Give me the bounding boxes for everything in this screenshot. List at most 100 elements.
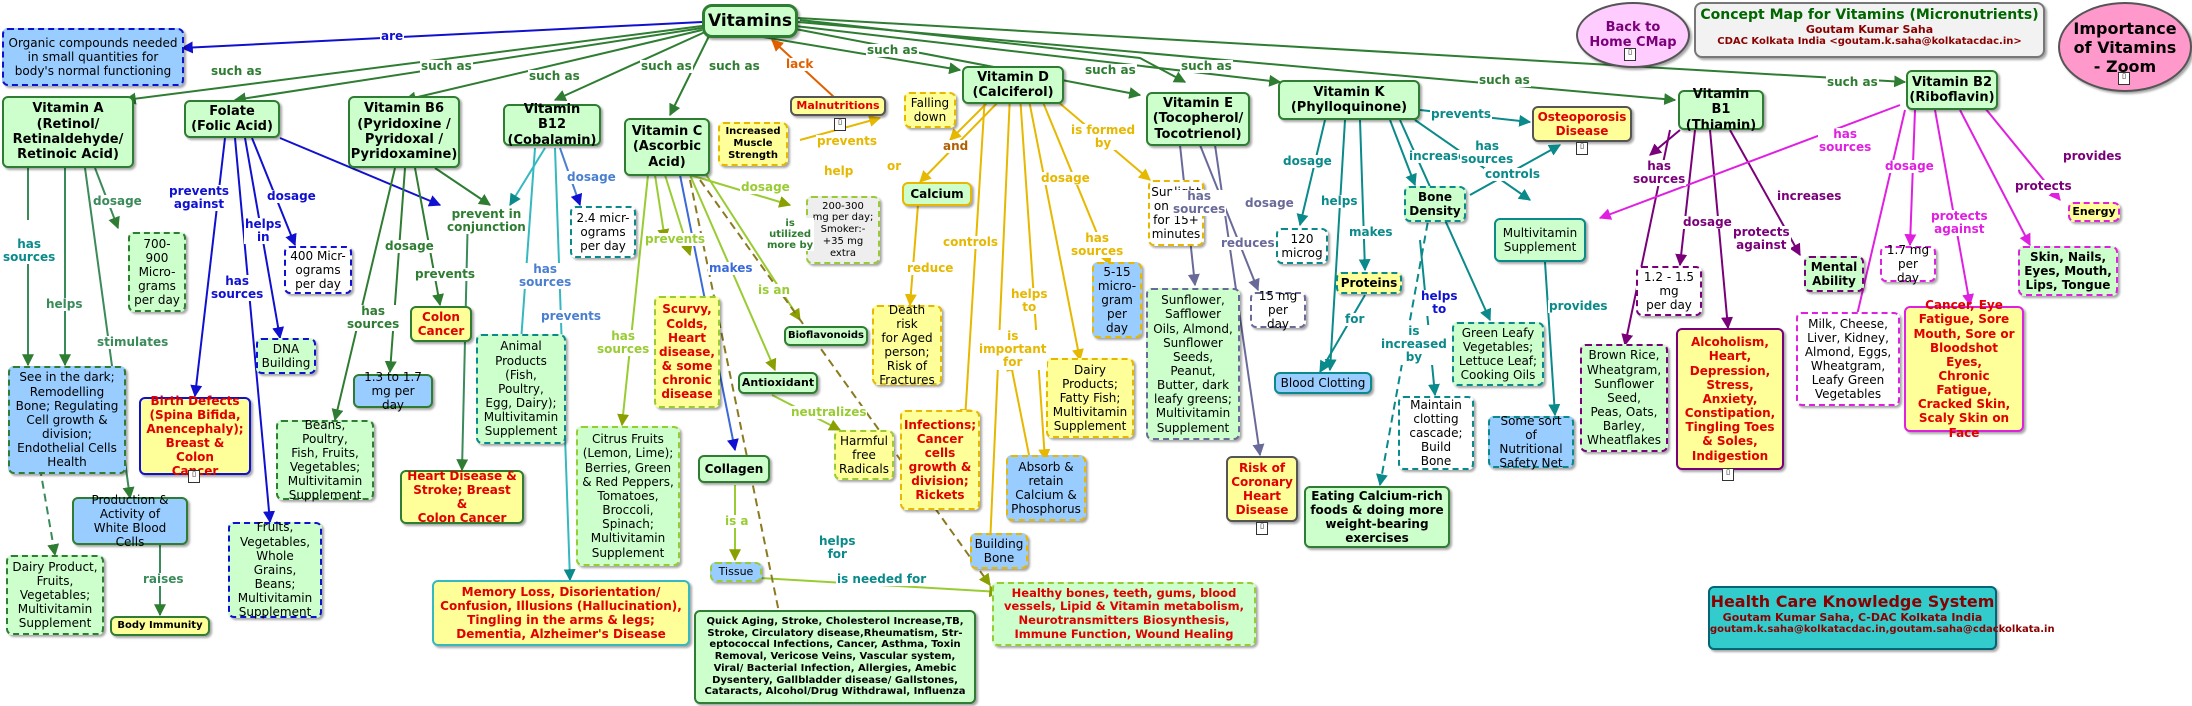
cmap-link-icon[interactable]: ▯ — [188, 470, 200, 483]
label-controls: controls — [942, 235, 1000, 250]
label-such-as: such as — [708, 59, 761, 74]
cmap-link-icon[interactable]: ▯ — [1256, 522, 1268, 535]
label-has-sources: has sources — [1818, 127, 1873, 155]
e-sources: Sunflower, Safflower Oils, Almond, Sunfl… — [1146, 288, 1240, 440]
d-infections: Infections; Cancer cells growth & divisi… — [900, 410, 980, 510]
building-bone: Building Bone — [970, 533, 1028, 569]
center-vitamins: Vitamins — [702, 4, 798, 38]
label-provides: provides — [2062, 149, 2123, 164]
label-or: or — [886, 159, 903, 174]
label-raises: raises — [142, 572, 185, 587]
label-controls: controls — [1484, 167, 1542, 182]
label-helps-in: helps in — [244, 217, 283, 245]
cmap-link-icon[interactable]: ▯ — [1722, 468, 1734, 481]
label-is-increased-by: is increased by — [1380, 324, 1448, 365]
map-affiliation: CDAC Kolkata India <goutam.k.saha@kolkat… — [1717, 36, 2022, 47]
c-helps: Quick Aging, Stroke, Cholesterol Increas… — [694, 610, 976, 704]
label-prevents: prevents — [414, 267, 477, 282]
vitamin-c: Vitamin C (Ascorbic Acid) — [624, 118, 710, 176]
label-such-as: such as — [1478, 73, 1531, 88]
c-bioflavonoids: Bioflavonoids — [784, 326, 868, 346]
d-death-risk: Death risk for Aged person; Risk of Frac… — [872, 303, 942, 387]
label-has-sources: has sources — [1632, 159, 1687, 187]
label-is-formed-by: is formed by — [1070, 123, 1137, 151]
label-prevent-in-conjunction: prevent in conjunction — [446, 207, 527, 235]
e-risk: Risk of Coronary Heart Disease — [1226, 456, 1298, 522]
label-has-sources: has sources — [1460, 139, 1515, 167]
label-increases: increases — [1776, 189, 1843, 204]
label-is-needed-for: is needed for — [836, 572, 928, 587]
heart-disease: Heart Disease & Stroke; Breast & Colon C… — [400, 469, 524, 525]
a-sources: Dairy Product, Fruits, Vegetables; Multi… — [6, 555, 104, 635]
map-title: Concept Map for Vitamins (Micronutrients… — [1700, 7, 2039, 23]
label-such-as: such as — [528, 69, 581, 84]
label-such-as: such as — [1826, 75, 1879, 90]
label-dosage: dosage — [384, 239, 435, 254]
cmap-link-icon[interactable]: ▯ — [834, 118, 846, 131]
label-prevents: prevents — [1430, 107, 1493, 122]
label-such-as: such as — [420, 59, 473, 74]
zoom-button[interactable]: Importance of Vitamins - Zoom — [2058, 2, 2192, 92]
label-such-as: such as — [1180, 59, 1233, 74]
label-dosage: dosage — [92, 194, 143, 209]
tissue: Tissue — [710, 562, 762, 582]
vitamin-k: Vitamin K (Phylloquinone) — [1278, 80, 1420, 120]
b1-alcoholism: Alcoholism, Heart, Depression, Stress, A… — [1676, 328, 1784, 470]
k-proteins: Proteins — [1336, 272, 1402, 294]
colon-cancer: Colon Cancer — [410, 306, 472, 342]
b1-sources: Brown Rice, Wheatgram, Sunflower Seed, P… — [1580, 344, 1668, 452]
body-immunity: Body Immunity — [110, 616, 210, 636]
footer-title: Health Care Knowledge System — [1710, 592, 1995, 611]
label-prevents: prevents — [540, 309, 603, 324]
vitamin-folate: Folate (Folic Acid) — [184, 100, 280, 138]
folate-sources: Fruits, Vegetables, Whole Grains, Beans;… — [228, 520, 322, 619]
d-absorb: Absorb & retain Calcium & Phosphorus — [1006, 455, 1086, 521]
label-has-sources: has sources — [210, 274, 265, 302]
bone-density: Bone Density — [1404, 186, 1466, 222]
label-and: and — [942, 139, 970, 154]
title-box: Concept Map for Vitamins (Micronutrients… — [1694, 2, 2045, 58]
label-dosage: dosage — [740, 180, 791, 195]
label-has-sources: has sources — [596, 329, 651, 357]
label-such-as: such as — [866, 43, 919, 58]
footer-box: Health Care Knowledge System Goutam Kuma… — [1708, 586, 2055, 650]
footer-line1: Goutam Kumar Saha, C-DAC Kolkata India — [1722, 611, 1983, 624]
k-maintain: Maintain clotting cascade; Build Bone — [1398, 396, 1474, 470]
label-help: help — [823, 164, 855, 179]
memory-loss: Memory Loss, Disorientation/ Confusion, … — [432, 580, 690, 646]
collagen: Collagen — [698, 455, 770, 483]
b12-dosage: 2.4 micr- ograms per day — [570, 206, 636, 258]
b12-sources: Animal Products (Fish, Poultry, Egg, Dai… — [476, 334, 566, 444]
label-dosage: dosage — [1244, 196, 1295, 211]
b2-cancer: Cancer, Eye Fatigue, Sore Mouth, Sore or… — [1904, 298, 2024, 440]
a-wbc: Production & Activity of White Blood Cel… — [72, 493, 188, 549]
multivitamin: Multivitamin Supplement — [1494, 218, 1586, 262]
label-helps-to: helps to — [1010, 287, 1049, 315]
vitamin-d: Vitamin D (Calciferol) — [962, 66, 1064, 104]
label-has-sources: has sources — [2, 237, 57, 265]
folate-birth-defects: Birth Defects (Spina Bifida, Anencephaly… — [139, 394, 251, 478]
definition-node: Organic compounds needed in small quanti… — [2, 28, 184, 86]
c-dosage: 200-300 mg per day; Smoker:- +35 mg extr… — [806, 196, 880, 264]
falling-down: Falling down — [904, 92, 956, 128]
label-protects: protects — [2014, 179, 2073, 194]
cmap-link-icon[interactable]: ▯ — [1624, 48, 1636, 61]
label-has-sources: has sources — [518, 262, 573, 290]
vitamin-a: Vitamin A (Retinol/ Retinaldehyde/ Retin… — [2, 96, 134, 168]
b2-sources: Milk, Cheese, Liver, Kidney, Almond, Egg… — [1796, 312, 1900, 406]
label-lack: lack — [785, 57, 815, 72]
label-prevents-against: prevents against — [168, 184, 231, 212]
cmap-link-icon[interactable]: ▯ — [2118, 72, 2130, 85]
label-makes: makes — [708, 261, 754, 276]
b1-dosage: 1.2 - 1.5 mg per day — [1636, 266, 1702, 316]
label-helps-for: helps for — [818, 534, 857, 562]
blood-clotting: Blood Clotting — [1274, 372, 1372, 394]
label-has-sources: has sources — [1070, 231, 1125, 259]
map-author: Goutam Kumar Saha — [1805, 23, 1934, 36]
label-is-utilized: is utilized more by — [766, 218, 815, 251]
label-helps: helps — [1320, 194, 1359, 209]
zoom-label: Importance of Vitamins - Zoom — [2073, 18, 2177, 76]
label-reduce: reduce — [906, 261, 955, 276]
cmap-link-icon[interactable]: ▯ — [1576, 142, 1588, 155]
a-helps: See in the dark; Remodelling Bone; Regul… — [8, 366, 126, 474]
